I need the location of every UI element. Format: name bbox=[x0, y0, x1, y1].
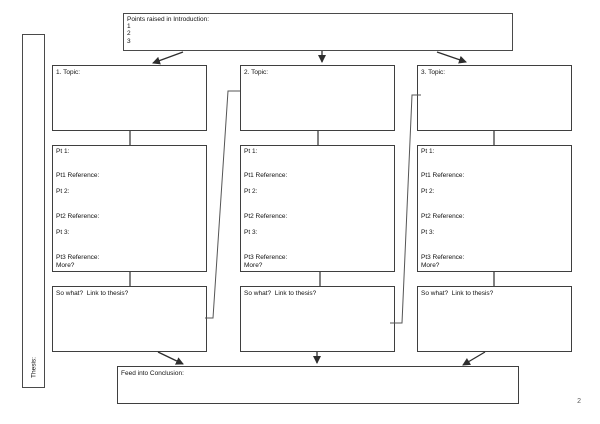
so-what-label: So what? Link to thesis? bbox=[421, 290, 494, 297]
points-line: Pt 1: bbox=[421, 147, 435, 155]
points-line bbox=[244, 238, 391, 246]
points-line: More? bbox=[56, 262, 75, 270]
points-line bbox=[244, 221, 391, 229]
points-line: Pt 1: bbox=[56, 147, 70, 155]
topic-box[interactable]: 3. Topic: bbox=[417, 65, 572, 131]
points-line: Pt 3: bbox=[421, 229, 435, 237]
points-line: Pt1 Reference: bbox=[56, 172, 100, 180]
points-line bbox=[421, 197, 568, 205]
points-box[interactable]: Pt 1: Pt1 Reference: Pt 2: Pt2 Reference: Pt… bbox=[417, 145, 572, 272]
points-line bbox=[421, 246, 568, 254]
points-line: Pt 2: bbox=[421, 188, 435, 196]
points-line bbox=[56, 164, 203, 172]
topic-label: 1. Topic: bbox=[56, 69, 81, 76]
page-number: 2 bbox=[577, 398, 581, 405]
points-line bbox=[56, 246, 203, 254]
thesis-label: Thesis: bbox=[30, 357, 37, 378]
so-what-box[interactable]: So what? Link to thesis? bbox=[52, 286, 207, 352]
points-line bbox=[56, 221, 203, 229]
so-what-label: So what? Link to thesis? bbox=[56, 290, 129, 297]
points-line bbox=[421, 205, 568, 213]
points-line: Pt 2: bbox=[56, 188, 70, 196]
points-box[interactable]: Pt 1: Pt1 Reference: Pt 2: Pt2 Reference: Pt… bbox=[240, 145, 395, 272]
topic-box[interactable]: 1. Topic: bbox=[52, 65, 207, 131]
points-line bbox=[56, 180, 203, 188]
conclusion-label: Feed into Conclusion: bbox=[121, 370, 184, 377]
points-line: More? bbox=[421, 262, 440, 270]
points-lines: Pt 1: Pt1 Reference: Pt 2: Pt2 Reference: Pt… bbox=[418, 146, 571, 271]
points-line bbox=[244, 180, 391, 188]
points-line bbox=[56, 156, 203, 164]
points-line bbox=[56, 238, 203, 246]
points-box[interactable]: Pt 1: Pt1 Reference: Pt 2: Pt2 Reference: Pt… bbox=[52, 145, 207, 272]
points-line: Pt2 Reference: bbox=[56, 213, 100, 220]
topic-column-3: 3. Topic: Pt 1: Pt1 Reference: Pt 2: Pt2 Re… bbox=[417, 0, 572, 424]
points-line: Pt2 Reference: bbox=[244, 213, 288, 220]
points-line: More? bbox=[244, 262, 263, 270]
topic-label: 2. Topic: bbox=[244, 69, 269, 76]
points-line: Pt 3: bbox=[56, 229, 70, 237]
thesis-box[interactable]: Thesis: bbox=[22, 34, 45, 388]
introduction-item: 1 bbox=[127, 23, 131, 31]
points-line: Pt1 Reference: bbox=[421, 172, 465, 180]
points-line bbox=[56, 197, 203, 205]
points-line bbox=[421, 238, 568, 246]
so-what-box[interactable]: So what? Link to thesis? bbox=[240, 286, 395, 352]
points-line bbox=[421, 164, 568, 172]
points-line bbox=[56, 205, 203, 213]
points-lines: Pt 1: Pt1 Reference: Pt 2: Pt2 Reference: Pt… bbox=[241, 146, 394, 271]
points-line bbox=[244, 164, 391, 172]
points-line: Pt1 Reference: bbox=[244, 172, 288, 180]
points-line bbox=[244, 197, 391, 205]
points-line bbox=[421, 180, 568, 188]
points-line: Pt3 Reference: bbox=[244, 253, 288, 261]
topic-column-2: 2. Topic: Pt 1: Pt1 Reference: Pt 2: Pt2 Re… bbox=[240, 0, 395, 424]
points-line: Pt 2: bbox=[244, 188, 258, 196]
points-line: Pt2 Reference: bbox=[421, 213, 465, 220]
introduction-title: Points raised in Introduction: bbox=[127, 16, 210, 23]
points-line bbox=[244, 246, 391, 254]
points-line bbox=[244, 156, 391, 164]
so-what-label: So what? Link to thesis? bbox=[244, 290, 317, 297]
points-line bbox=[421, 221, 568, 229]
topic-label: 3. Topic: bbox=[421, 69, 446, 76]
introduction-item: 3 bbox=[127, 37, 131, 45]
points-line: Pt3 Reference: bbox=[56, 253, 100, 261]
introduction-item: 2 bbox=[127, 30, 131, 38]
points-line bbox=[244, 205, 391, 213]
conclusion-box[interactable]: Feed into Conclusion: bbox=[117, 366, 519, 404]
elbow-sowhat1-to-topic2 bbox=[205, 90, 240, 319]
topic-column-1: 1. Topic: Pt 1: Pt1 Reference: Pt 2: Pt2 Re… bbox=[52, 0, 207, 424]
points-lines: Pt 1: Pt1 Reference: Pt 2: Pt2 Reference: Pt… bbox=[53, 146, 206, 271]
topic-box[interactable]: 2. Topic: bbox=[240, 65, 395, 131]
points-line: Pt3 Reference: bbox=[421, 253, 465, 261]
points-line: Pt 1: bbox=[244, 147, 258, 155]
points-line bbox=[421, 156, 568, 164]
points-line: Pt 3: bbox=[244, 229, 258, 237]
so-what-box[interactable]: So what? Link to thesis? bbox=[417, 286, 572, 352]
